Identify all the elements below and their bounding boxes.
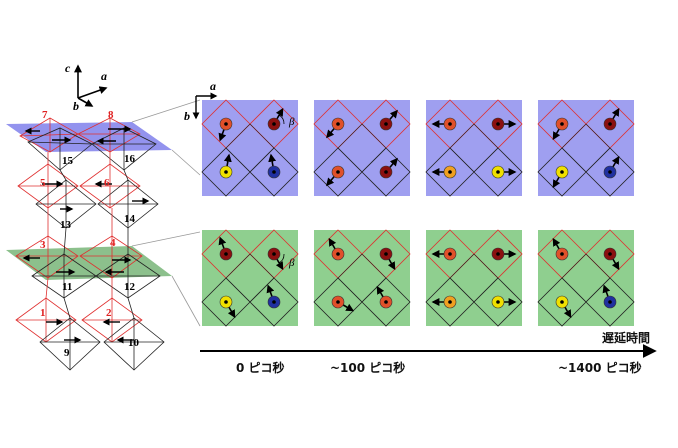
panel-background [426,100,522,196]
spin-panel-top-1 [201,99,299,197]
panel-background [314,230,410,326]
spin-site-center [496,170,500,174]
beta-angle-arc [278,114,285,125]
timeline-tick-label: ~1400 ピコ秒 [558,360,642,375]
spin-site-center [448,170,452,174]
axis-b-label: b [73,99,79,113]
layer-number: 14 [124,213,136,225]
spin-site-center [272,122,276,126]
timeline: 遅延時間 0 ピコ秒 ~100 ピコ秒 ~1400 ピコ秒 [200,330,657,375]
spin-site-center [608,170,612,174]
panel-axis-a-label: a [210,79,216,93]
axis-c-label: c [65,61,71,75]
spin-site-center [560,122,564,126]
crystal-structure: c a b [6,61,201,371]
spin-panel-top-2 [313,99,411,197]
lattice-diamond [225,123,275,173]
spin-site-center [336,300,340,304]
crystal-axes: c a b [65,61,108,113]
spin-site-center [336,252,340,256]
lower-plane [6,246,172,280]
spin-site-center [496,300,500,304]
beta-angle-arc [278,253,285,264]
spin-site-center [384,300,388,304]
layer-number: 6 [104,177,110,189]
panel-background [202,230,298,326]
layer-number: 10 [128,337,140,349]
spin-site-center [272,252,276,256]
timeline-tick-label: 0 ピコ秒 [236,360,285,375]
spin-panel-top-4 [537,99,635,197]
spin-panels [201,99,635,327]
spin-site-center [336,122,340,126]
layer-number: 12 [124,281,136,293]
panel-axis-b-label: b [184,109,190,123]
beta-label-top: β [288,116,295,128]
layer-number: 9 [64,347,70,359]
lattice-diamond [337,253,387,303]
spin-site-center [608,122,612,126]
lattice-diamond [225,253,275,303]
spin-site-center [560,252,564,256]
spin-site-center [496,252,500,256]
layer-number: 8 [108,109,114,121]
spin-panel-bottom-1 [201,229,299,327]
spin-site-center [384,170,388,174]
beta-label-bottom: β [288,257,295,269]
spin-site-center [224,122,228,126]
layer-numbers: 7 8 15 16 5 6 13 14 3 4 11 12 1 2 9 10 [40,109,140,359]
spin-site-center [608,300,612,304]
spin-site-center [384,252,388,256]
spin-site-center [496,122,500,126]
panel-background [426,230,522,326]
layer-number: 7 [42,109,48,121]
panel-background [538,230,634,326]
spin-panel-bottom-3 [425,229,523,327]
axis-a-label: a [101,69,107,83]
panel-background [538,100,634,196]
spin-site-center [336,170,340,174]
layer-number: 4 [110,237,116,249]
guide-lines [131,99,201,327]
spin-site-center [608,252,612,256]
lattice-diamond [561,123,611,173]
layer-number: 13 [60,219,72,231]
layer-number: 15 [62,155,74,167]
lattice-diamond [449,253,499,303]
lattice-diamond [449,123,499,173]
panel-background [314,100,410,196]
layer-number: 11 [62,281,72,293]
layer-number: 3 [40,239,46,251]
spin-site-center [560,300,564,304]
spin-site-center [448,252,452,256]
timeline-tick-label: ~100 ピコ秒 [330,360,405,375]
lattice-diamond [337,123,387,173]
crystal-spin-arrows [22,125,150,344]
spin-site-center [448,122,452,126]
spin-site-center [224,300,228,304]
spin-site-center [272,300,276,304]
upper-plane [6,122,172,152]
timeline-axis-label: 遅延時間 [602,330,650,345]
spin-panel-top-3 [425,99,523,197]
layer-number: 5 [40,177,46,189]
layer-number: 2 [106,307,112,319]
spin-site-center [384,122,388,126]
layer-number: 1 [40,307,46,319]
spin-site-center [224,252,228,256]
panel-axes: a b [184,79,218,123]
spin-site-center [560,170,564,174]
spin-panel-bottom-4 [537,229,635,327]
panel-background [202,100,298,196]
spin-site-center [272,170,276,174]
spin-panel-bottom-2 [313,229,411,327]
layer-number: 16 [124,153,136,165]
octahedra [15,117,165,371]
lattice-diamond [561,253,611,303]
spin-site-center [448,300,452,304]
spin-site-center [224,170,228,174]
